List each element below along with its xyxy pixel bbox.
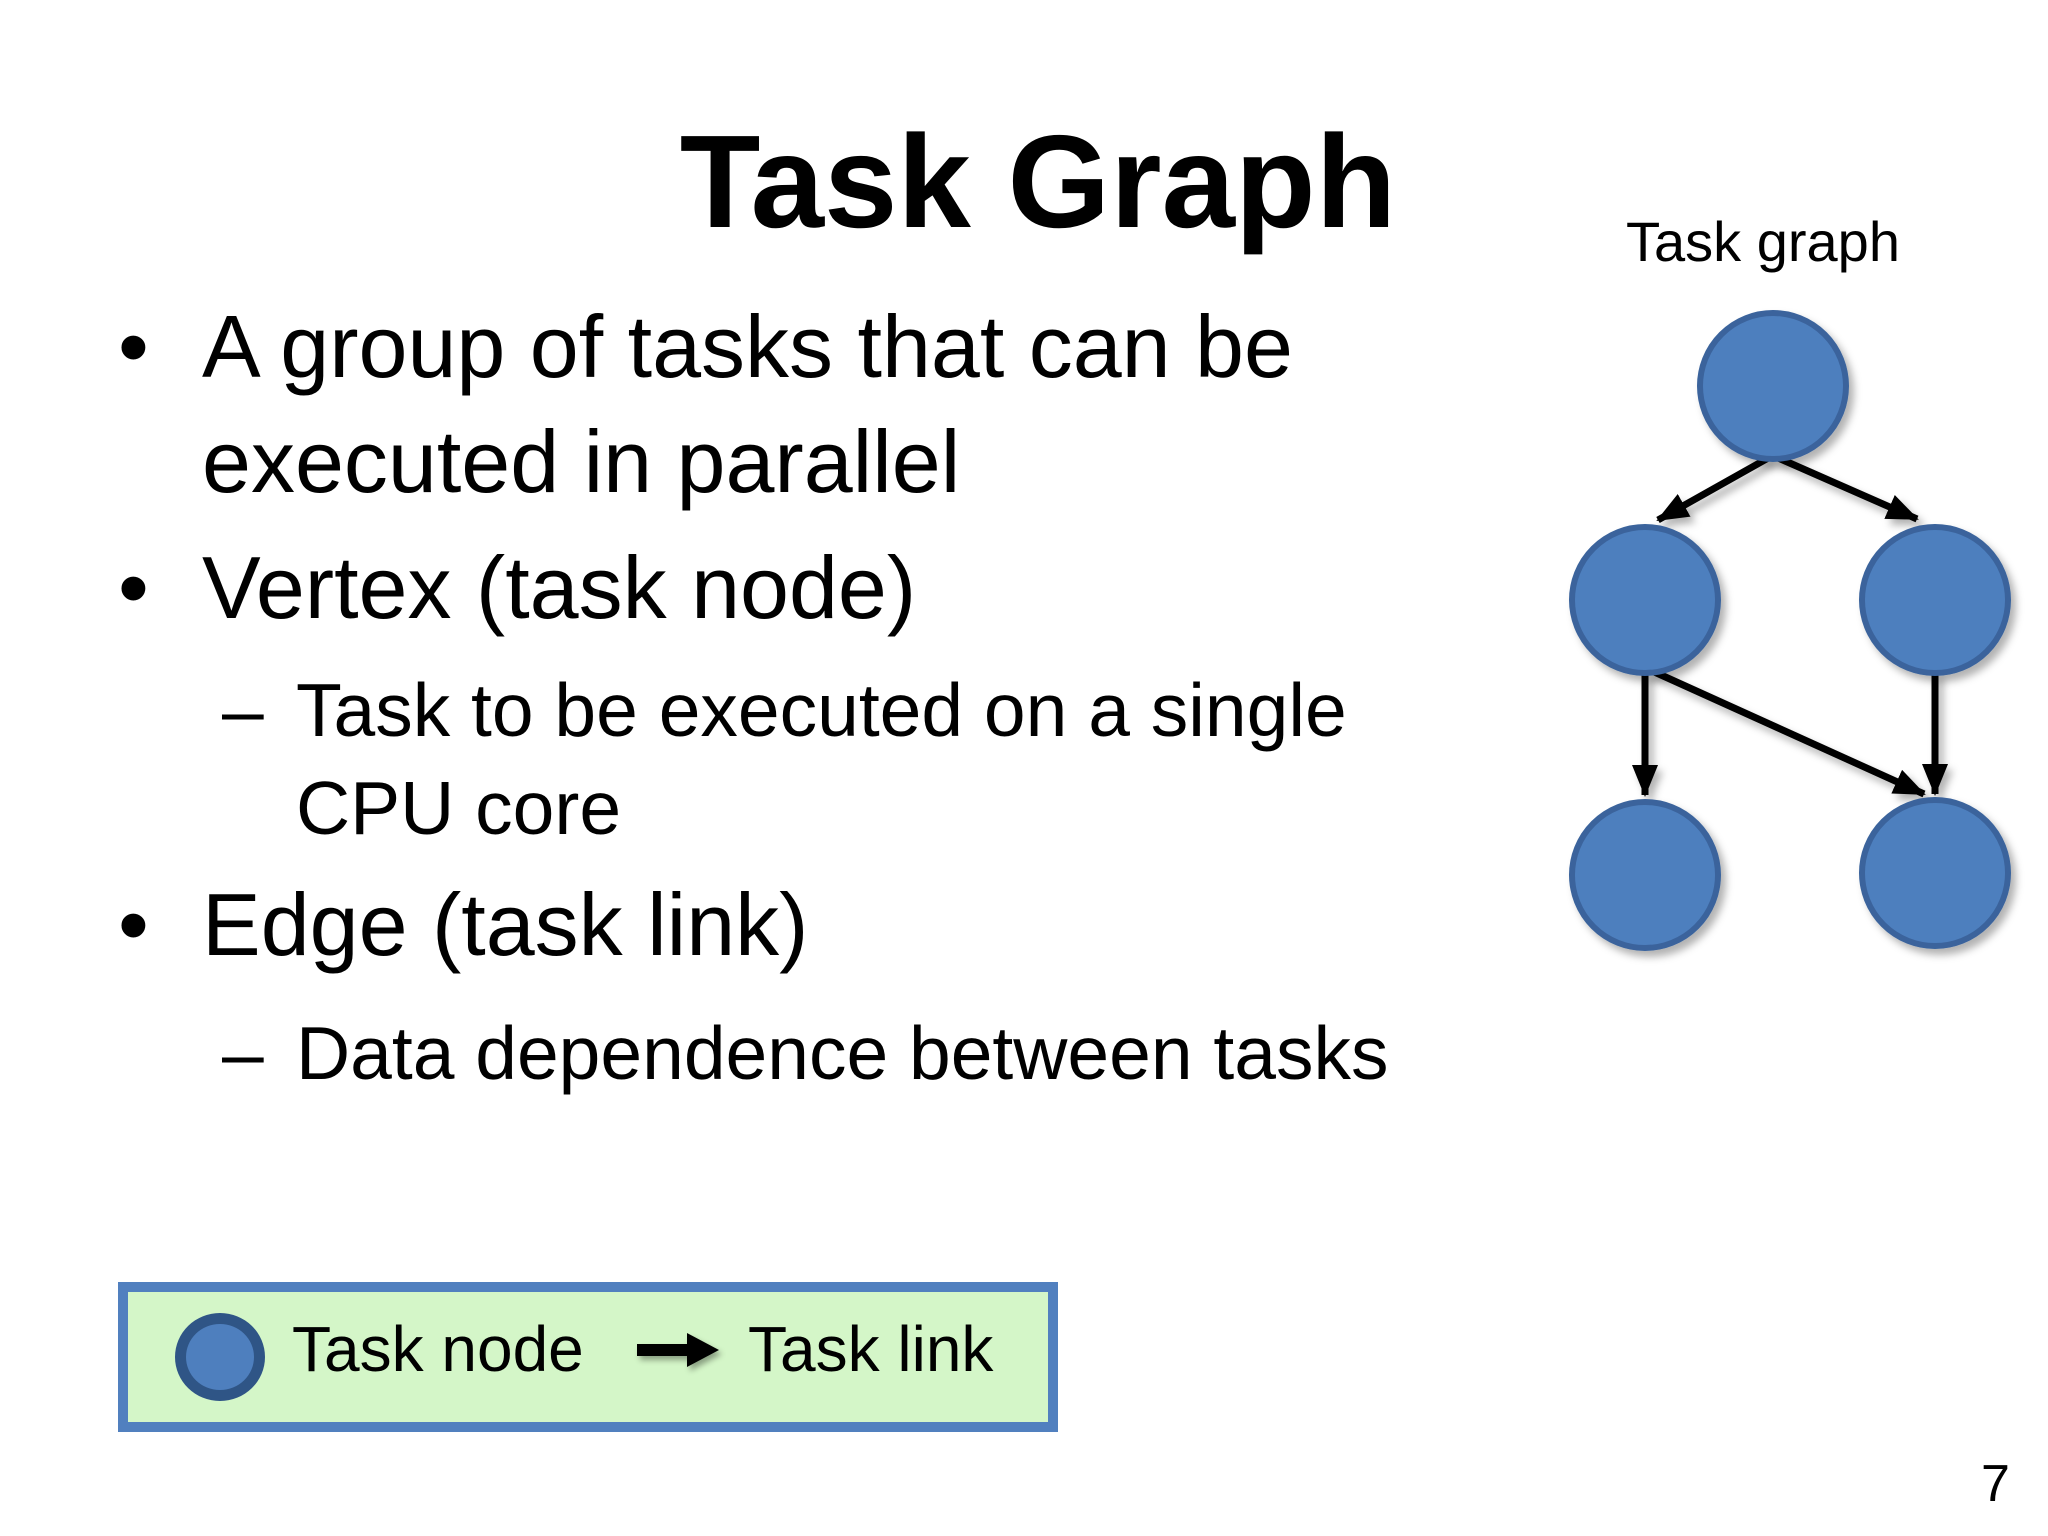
bullet-item: • A group of tasks that can be executed … (100, 289, 1540, 519)
bullet-text: Edge (task link) (202, 875, 809, 974)
bullet-marker: • (118, 297, 149, 396)
task-graph-nodes (1569, 310, 2011, 951)
task-node-mid-left (1569, 524, 1721, 676)
legend-link-arrow-icon (637, 1333, 719, 1367)
task-link-top-to-mid-right (1774, 453, 1919, 523)
bullet-list: • A group of tasks that can be executed … (100, 289, 1540, 1102)
task-link-top-to-mid-left (1656, 453, 1772, 524)
diagram-title: Task graph (1626, 210, 1900, 273)
bullet-marker: • (118, 538, 149, 637)
page-number: 7 (1981, 1455, 2010, 1513)
legend-box: Task node Task link (118, 1282, 1058, 1432)
task-node-bottom-left (1569, 799, 1721, 951)
sub-bullet-text: Data dependence between tasks (296, 1011, 1389, 1095)
sub-bullet-marker: – (222, 1011, 264, 1095)
sub-bullet-marker: – (222, 668, 264, 752)
task-node-bottom-right (1859, 797, 2011, 949)
legend-node-swatch (175, 1313, 265, 1401)
task-graph-svg (1569, 310, 2011, 951)
bullet-text: Vertex (task node) (202, 538, 917, 637)
bullet-text: A group of tasks that can be executed in… (202, 297, 1293, 511)
sub-bullet-text: Task to be executed on a single CPU core (296, 668, 1347, 850)
page-title: Task Graph (679, 108, 1397, 255)
task-node-mid-right (1859, 524, 2011, 676)
sub-bullet-item: – Data dependence between tasks (100, 1004, 1540, 1102)
bullet-item: • Vertex (task node) (100, 530, 1540, 645)
bullet-marker: • (118, 875, 149, 974)
task-link-mid-left-to-bottom-right (1648, 666, 1926, 798)
legend-link-label: Task link (748, 1313, 994, 1385)
task-graph-edges (1632, 453, 1948, 798)
sub-bullet-item: – Task to be executed on a single CPU co… (100, 661, 1540, 857)
bullet-item: • Edge (task link) (100, 867, 1540, 982)
legend-node-label: Task node (292, 1313, 584, 1385)
task-node-top (1697, 310, 1849, 462)
